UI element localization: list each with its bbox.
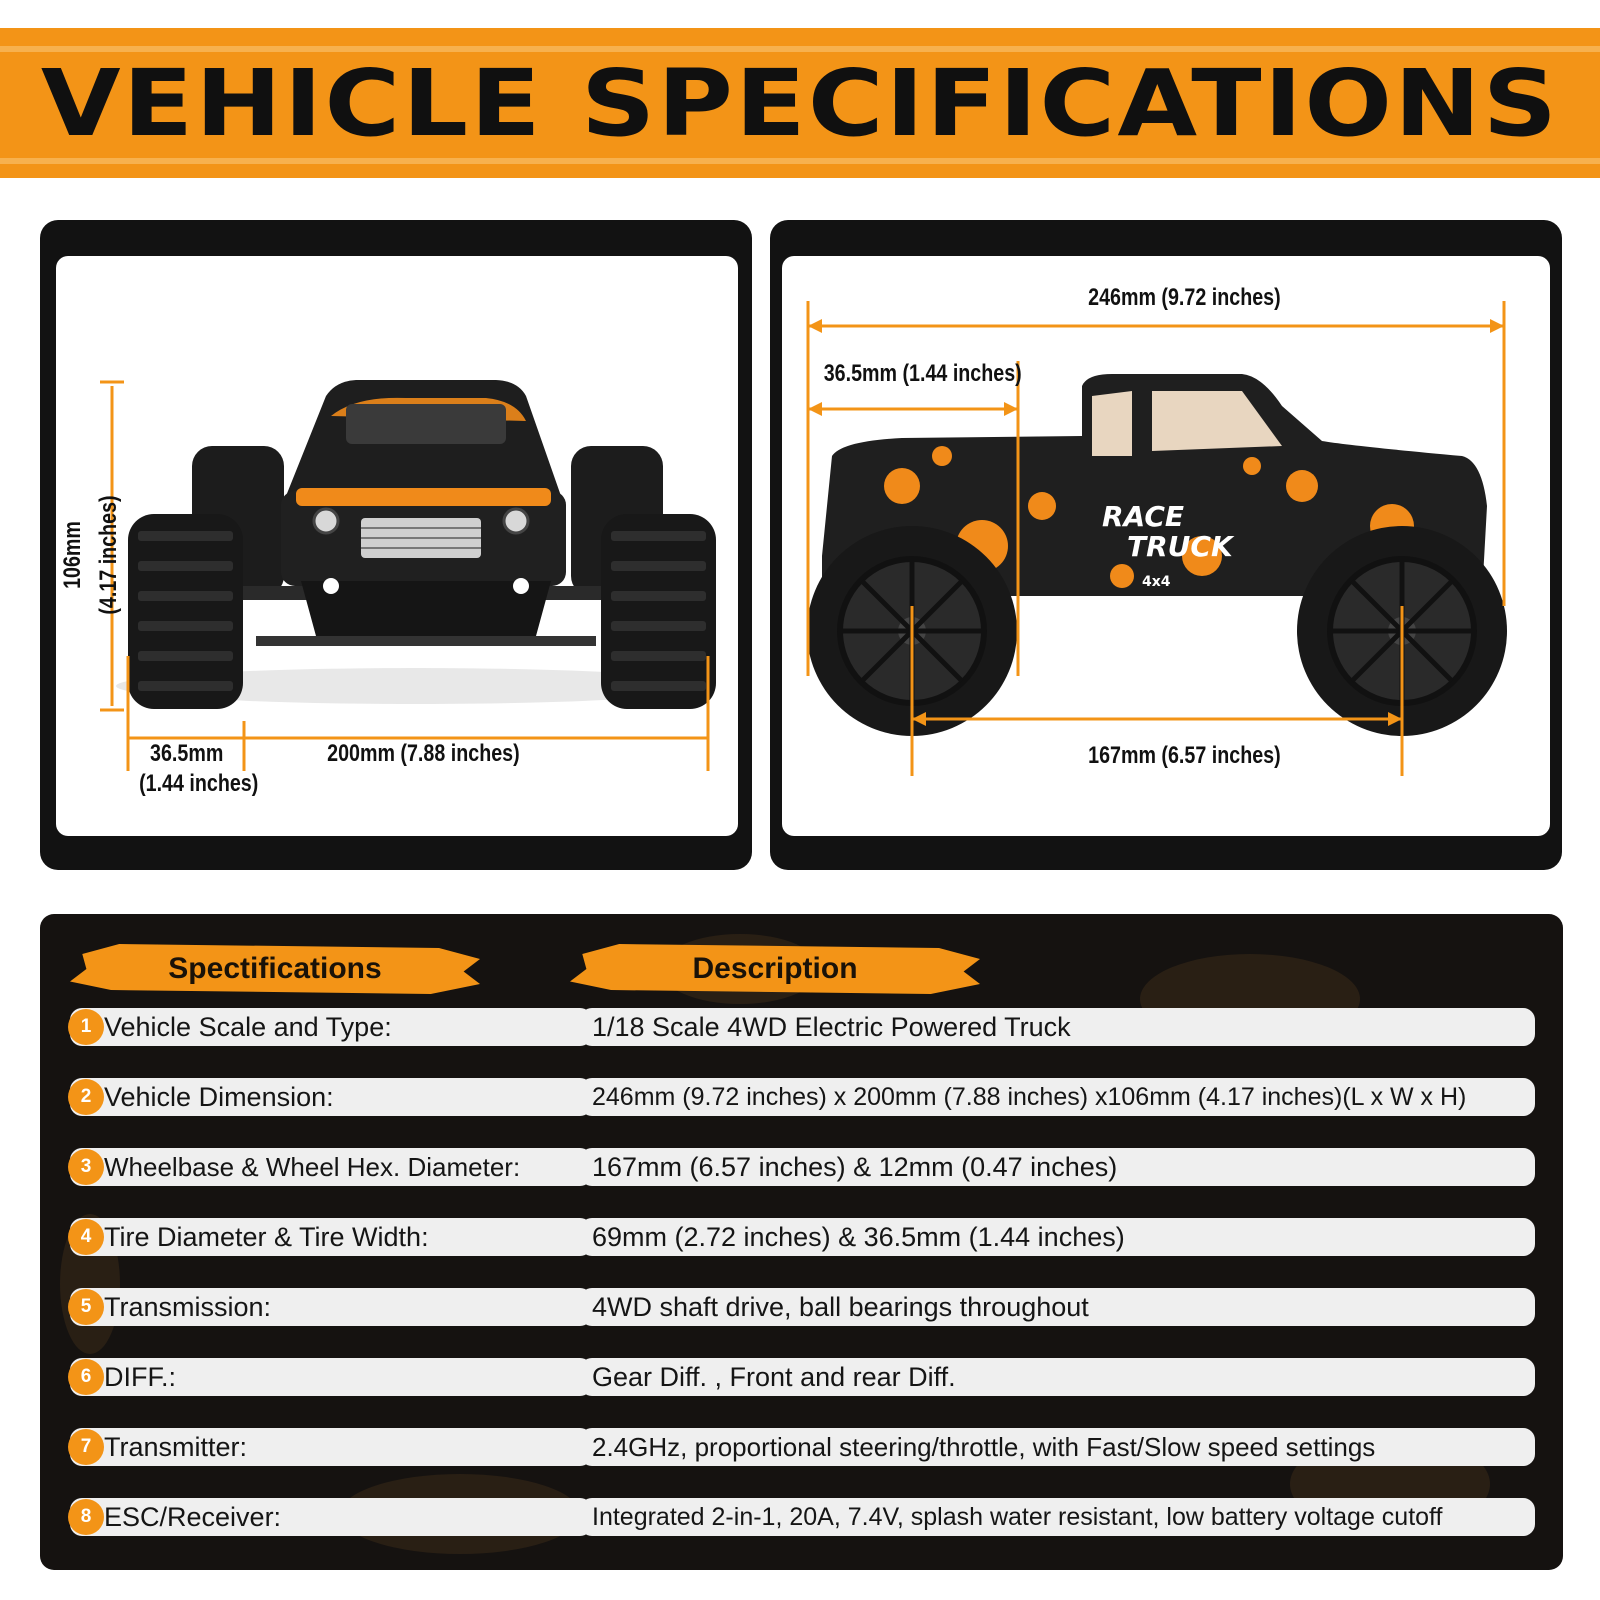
row-number-badge: 2: [68, 1079, 104, 1115]
spec-value: 246mm (9.72 inches) x 200mm (7.88 inches…: [580, 1078, 1535, 1116]
spec-label: Wheelbase & Wheel Hex. Diameter:: [70, 1148, 592, 1186]
spec-value: 69mm (2.72 inches) & 36.5mm (1.44 inches…: [580, 1218, 1535, 1256]
column-header-specifications: Spectifications: [70, 944, 480, 994]
front-width-label: 200mm (7.88 inches): [327, 740, 520, 767]
front-truck-illustration: [100, 380, 716, 771]
4x4-decal: 4x4: [1142, 574, 1171, 590]
header-banner: [0, 28, 1600, 178]
row-number-badge: 1: [68, 1009, 104, 1045]
row-number-badge: 3: [68, 1149, 104, 1185]
row-number-badge: 5: [68, 1289, 104, 1325]
tire-width-mm-label: 36.5mm: [150, 740, 224, 767]
spec-value: Gear Diff. , Front and rear Diff.: [580, 1358, 1535, 1396]
page-title: VEHICLE SPECIFICATIONS: [40, 49, 1560, 157]
spec-value: 4WD shaft drive, ball bearings throughou…: [580, 1288, 1535, 1326]
side-view-panel: RACE TRUCK 4x4: [770, 220, 1562, 870]
front-view-panel: 106mm (4.17 inches) 36.5mm (1.44 inches)…: [40, 220, 752, 870]
spec-label: Vehicle Dimension:: [70, 1078, 592, 1116]
spec-label: Transmission:: [70, 1288, 592, 1326]
spec-label: DIFF.:: [70, 1358, 592, 1396]
banner-stripe: [0, 46, 1600, 52]
row-number-badge: 7: [68, 1429, 104, 1465]
truck-decal: TRUCK: [1127, 530, 1235, 563]
spec-value: 2.4GHz, proportional steering/throttle, …: [580, 1428, 1535, 1466]
side-truck-illustration: RACE TRUCK 4x4: [806, 301, 1507, 776]
length-label: 246mm (9.72 inches): [1088, 284, 1281, 311]
spec-label: Transmitter:: [70, 1428, 592, 1466]
spec-value: Integrated 2-in-1, 20A, 7.4V, splash wat…: [580, 1498, 1535, 1536]
height-mm-label: 106mm: [59, 521, 86, 589]
spec-value: 1/18 Scale 4WD Electric Powered Truck: [580, 1008, 1535, 1046]
row-number-badge: 6: [68, 1359, 104, 1395]
spec-label: Tire Diameter & Tire Width:: [70, 1218, 592, 1256]
spec-value: 167mm (6.57 inches) & 12mm (0.47 inches): [580, 1148, 1535, 1186]
side-view-canvas: RACE TRUCK 4x4: [782, 256, 1550, 836]
spec-table: Spectifications Description 1 Vehicle Sc…: [40, 914, 1563, 1570]
wheelbase-label: 167mm (6.57 inches): [1088, 742, 1281, 769]
row-number-badge: 8: [68, 1499, 104, 1535]
spec-label: Vehicle Scale and Type:: [70, 1008, 592, 1046]
race-decal: RACE: [1102, 500, 1184, 533]
row-number-badge: 4: [68, 1219, 104, 1255]
banner-stripe: [0, 158, 1600, 164]
height-in-label: (4.17 inches): [95, 495, 122, 615]
side-tire-width-label: 36.5mm (1.44 inches): [823, 360, 1022, 387]
spec-label: ESC/Receiver:: [70, 1498, 592, 1536]
tire-width-in-label: (1.44 inches): [139, 770, 259, 797]
column-header-description: Description: [570, 944, 980, 994]
front-view-canvas: 106mm (4.17 inches) 36.5mm (1.44 inches)…: [56, 256, 738, 836]
